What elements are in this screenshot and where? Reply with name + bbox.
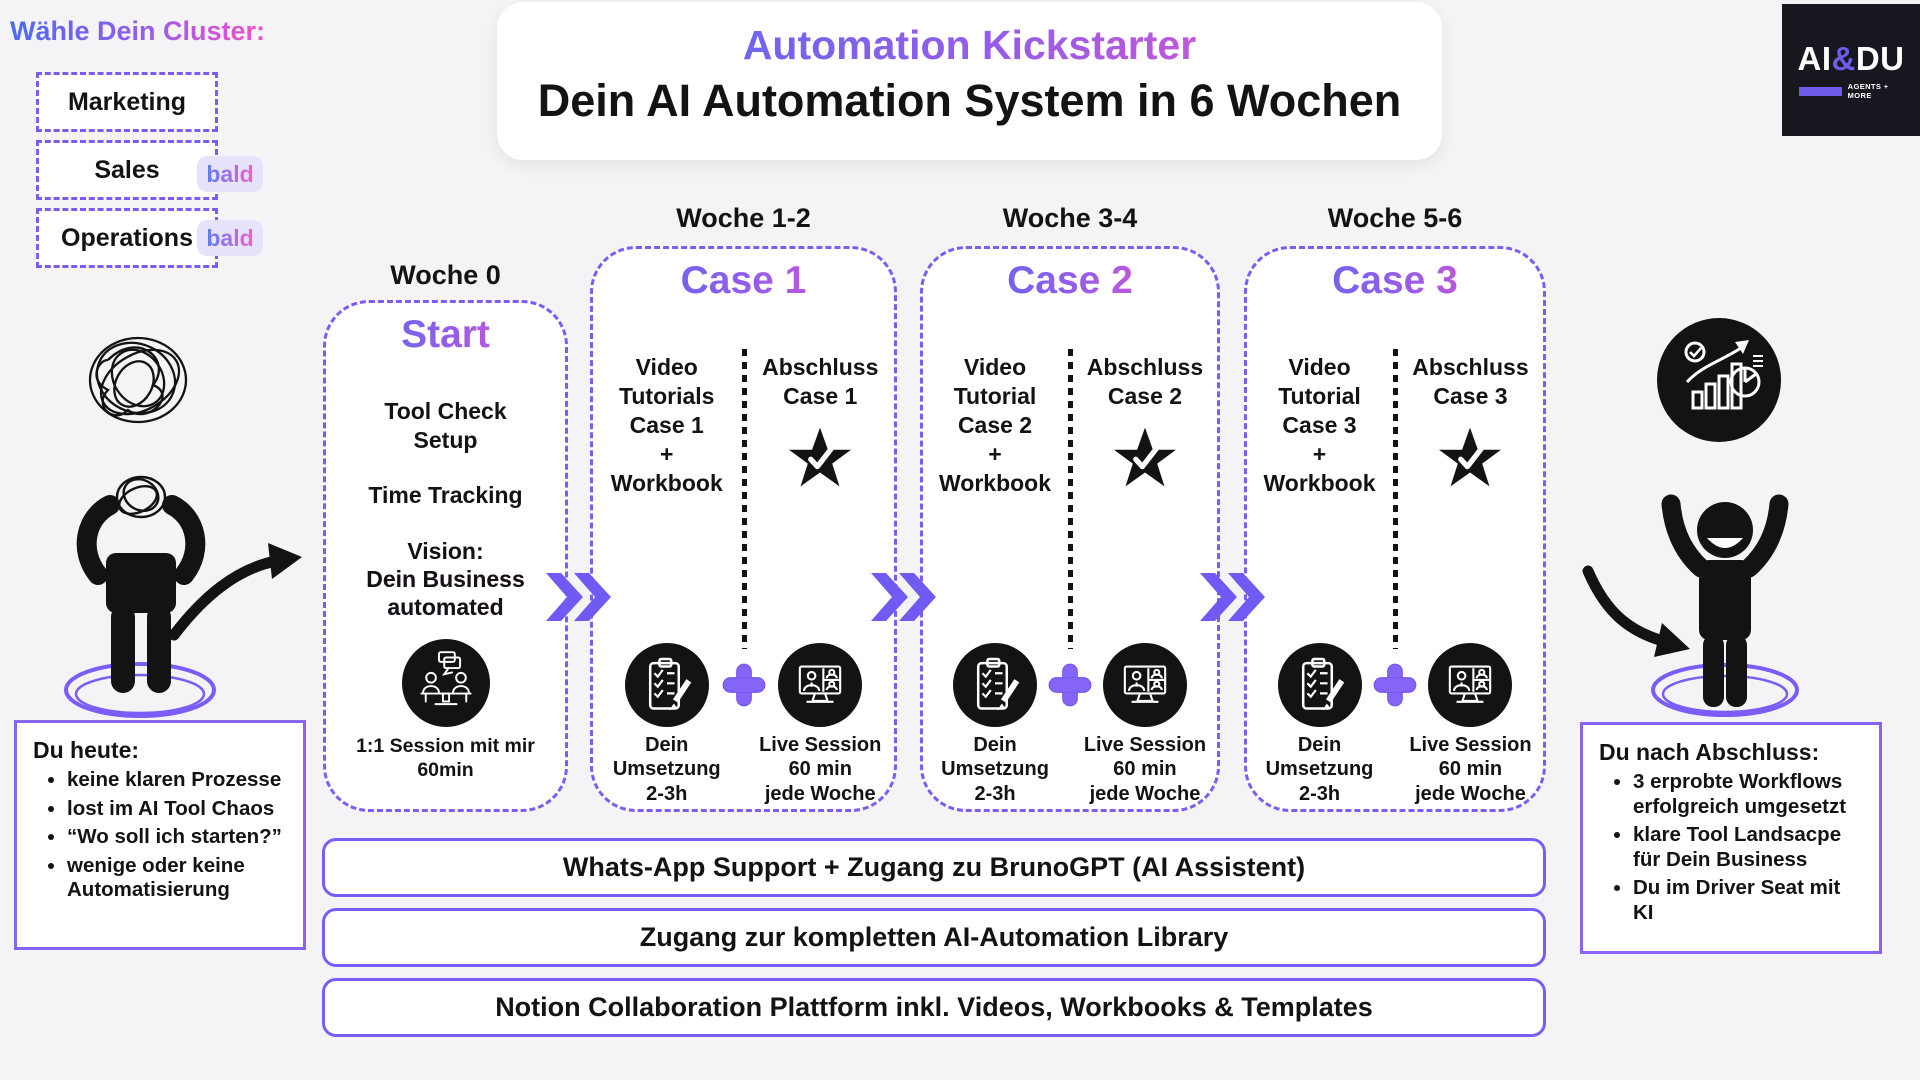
badge-label: bald — [206, 224, 254, 251]
meeting-icon — [401, 639, 490, 727]
logo-part1: AI — [1797, 40, 1832, 77]
case2-left-caption: Dein Umsetzung 2-3h — [941, 734, 1049, 805]
cluster-option-label: Sales — [94, 155, 160, 184]
double-chevron-icon — [1200, 573, 1265, 621]
week-label-1-2: Woche 1-2 — [676, 203, 811, 233]
week0-title: Start — [326, 313, 565, 357]
case3-left-text: Video Tutorial Case 3 + Workbook — [1263, 354, 1376, 496]
case3-right-text: Abschluss Case 3 — [1412, 354, 1529, 409]
before-state-panel: Du heute: keine klaren Prozesse lost im … — [14, 720, 306, 950]
double-chevron-icon — [546, 573, 611, 621]
happy-person-icon — [1651, 494, 1799, 717]
dotted-divider — [1393, 349, 1398, 649]
star-check-icon — [1439, 427, 1502, 487]
bar-label: Whats-App Support + Zugang zu BrunoGPT (… — [562, 852, 1306, 882]
live-session-icon — [778, 643, 863, 727]
cluster-heading: Wähle Dein Cluster: — [10, 16, 266, 46]
case1-right-caption: Live Session 60 min jede Woche — [759, 734, 882, 805]
live-session-icon — [1102, 643, 1187, 727]
week-label-0: Woche 0 — [390, 260, 501, 290]
case3-right-caption: Live Session 60 min jede Woche — [1409, 734, 1532, 805]
cluster-option-operations[interactable]: Operations — [36, 208, 218, 268]
logo-tagline: AGENTS + MORE — [1847, 82, 1889, 100]
plus-icon — [1048, 663, 1092, 707]
week0-icon-caption: 1:1 Session mit mir 60min — [356, 735, 535, 781]
bullet-item: klare Tool Landsacpe für Dein Business — [1633, 823, 1863, 872]
case2-title: Case 2 — [923, 259, 1217, 303]
bullet-item: 3 erprobte Workflows erfolgreich umgeset… — [1633, 770, 1863, 819]
badge-label: bald — [206, 160, 254, 187]
cluster-option-label: Marketing — [67, 87, 187, 116]
week-label-3-4: Woche 3-4 — [1002, 203, 1138, 233]
cluster-option-label: Operations — [61, 223, 193, 252]
case2-left-text: Video Tutorial Case 2 + Workbook — [939, 354, 1052, 496]
bullet-item: keine klaren Prozesse — [67, 768, 287, 793]
week0-box: Start Tool Check Setup Time Tracking Vis… — [323, 300, 568, 812]
growth-chart-icon — [1657, 318, 1781, 442]
library-bar: Zugang zur kompletten AI-Automation Libr… — [322, 908, 1546, 967]
checklist-icon — [1277, 643, 1362, 727]
case1-right-text: Abschluss Case 1 — [762, 354, 879, 409]
star-check-icon — [1113, 427, 1176, 487]
case1-box: Case 1 Video Tutorials Case 1 + Workbook… — [590, 246, 897, 812]
case3-title: Case 3 — [1247, 259, 1543, 303]
week0-vision-label: Vision: — [407, 538, 484, 564]
case3-box: Case 3 Video Tutorial Case 3 + Workbook … — [1244, 246, 1546, 812]
title-card: Automation Kickstarter Dein AI Automatio… — [497, 2, 1442, 160]
bullet-item: “Wo soll ich starten?” — [67, 825, 287, 850]
after-state-panel: Du nach Abschluss: 3 erprobte Workflows … — [1580, 722, 1882, 954]
case2-right-caption: Live Session 60 min jede Woche — [1083, 734, 1207, 805]
week0-item-timetracking: Time Tracking — [368, 482, 523, 508]
bullet-item: Du im Driver Seat mit KI — [1633, 876, 1863, 925]
bullet-list: 3 erprobte Workflows erfolgreich umgeset… — [1599, 770, 1863, 926]
support-bar: Whats-App Support + Zugang zu BrunoGPT (… — [322, 838, 1546, 897]
dotted-divider — [741, 349, 747, 649]
week0-vision-line2: automated — [326, 593, 565, 622]
bar-label: Zugang zur kompletten AI-Automation Libr… — [639, 922, 1229, 952]
scribble-ball-icon — [88, 336, 188, 424]
bar-label: Notion Collaboration Plattform inkl. Vid… — [495, 992, 1373, 1022]
plus-icon — [1373, 663, 1417, 707]
case1-left-text: Video Tutorials Case 1 + Workbook — [610, 354, 723, 496]
case1-title: Case 1 — [593, 259, 894, 303]
coming-soon-badge: bald — [197, 156, 263, 192]
bullet-list: keine klaren Prozesse lost im AI Tool Ch… — [33, 768, 287, 903]
stressed-person-icon — [64, 475, 216, 718]
page-subtitle: Dein AI Automation System in 6 Wochen — [537, 75, 1402, 126]
logo-part2: DU — [1855, 40, 1905, 77]
cluster-option-sales[interactable]: Sales — [36, 140, 218, 200]
case2-box: Case 2 Video Tutorial Case 2 + Workbook … — [920, 246, 1220, 812]
week0-vision-line1: Dein Business — [326, 565, 565, 594]
logo-underline — [1799, 86, 1842, 96]
logo-ampersand: & — [1831, 40, 1856, 77]
coming-soon-badge: bald — [197, 220, 263, 256]
brand-logo: AI&DU AGENTS + MORE — [1782, 4, 1920, 136]
week0-item-toolcheck: Tool Check Setup — [384, 398, 507, 453]
case3-left-caption: Dein Umsetzung 2-3h — [1265, 734, 1374, 805]
checklist-icon — [624, 643, 709, 727]
platform-bar: Notion Collaboration Plattform inkl. Vid… — [322, 978, 1546, 1037]
checklist-icon — [953, 643, 1038, 727]
case1-left-caption: Dein Umsetzung 2-3h — [612, 734, 721, 805]
live-session-icon — [1428, 643, 1513, 727]
arrow-right-icon — [168, 543, 302, 641]
plus-icon — [722, 663, 765, 707]
panel-title: Du heute: — [33, 737, 140, 763]
star-check-icon — [789, 427, 852, 487]
case2-right-text: Abschluss Case 2 — [1086, 354, 1204, 409]
logo-wordmark: AI&DU — [1797, 40, 1904, 78]
bullet-item: wenige oder keine Automatisierung — [67, 854, 287, 903]
panel-title: Du nach Abschluss: — [1599, 739, 1820, 765]
page-title: Automation Kickstarter — [497, 22, 1442, 69]
bullet-item: lost im AI Tool Chaos — [67, 797, 287, 822]
dotted-divider — [1068, 349, 1073, 649]
cluster-option-marketing[interactable]: Marketing — [36, 72, 218, 132]
double-chevron-icon — [871, 573, 936, 621]
arrow-down-right-icon — [1582, 565, 1690, 657]
week-label-5-6: Woche 5-6 — [1327, 203, 1463, 233]
